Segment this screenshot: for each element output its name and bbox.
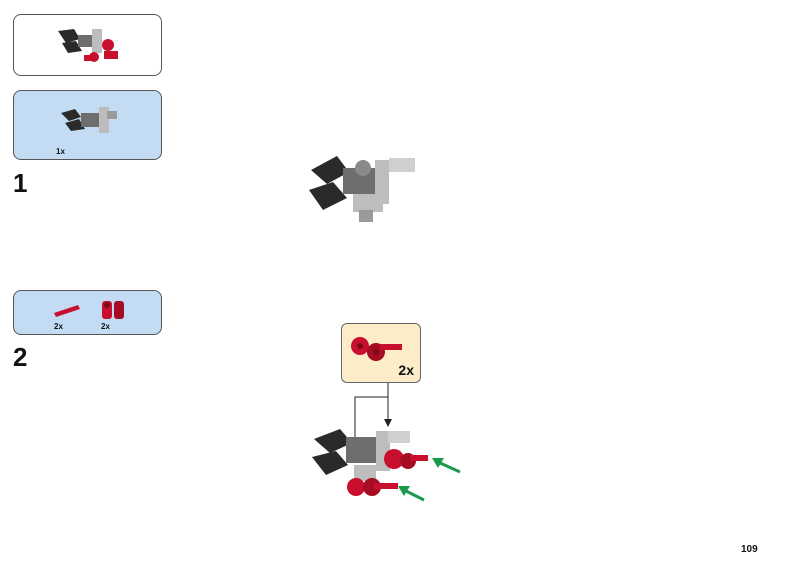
insert-arrow-icon — [432, 458, 461, 474]
part-quantity: 2x — [101, 322, 110, 331]
step-1-parts-panel: 1x — [13, 90, 162, 160]
finished-model-preview-icon — [58, 29, 118, 62]
red-axle-connector-icon — [351, 337, 402, 361]
red-connector-icon — [102, 301, 124, 319]
model-preview-panel — [13, 14, 162, 76]
page-number: 109 — [741, 544, 758, 555]
part-quantity: 2x — [54, 322, 63, 331]
red-axle-icon — [54, 305, 80, 317]
subassembly-callout: 2x — [341, 323, 421, 383]
subassembly-quantity: 2x — [398, 362, 414, 378]
step-1-model-icon — [309, 156, 415, 222]
insert-arrow-icon — [398, 486, 425, 502]
step-number: 2 — [13, 342, 28, 372]
claw-assembly-icon — [61, 107, 117, 133]
part-quantity: 1x — [56, 147, 65, 156]
step-2-parts-panel: 2x 2x — [13, 290, 162, 335]
step-number: 1 — [13, 168, 28, 198]
step-2-model-icon — [312, 429, 428, 496]
callout-connector-lines — [354, 383, 392, 443]
